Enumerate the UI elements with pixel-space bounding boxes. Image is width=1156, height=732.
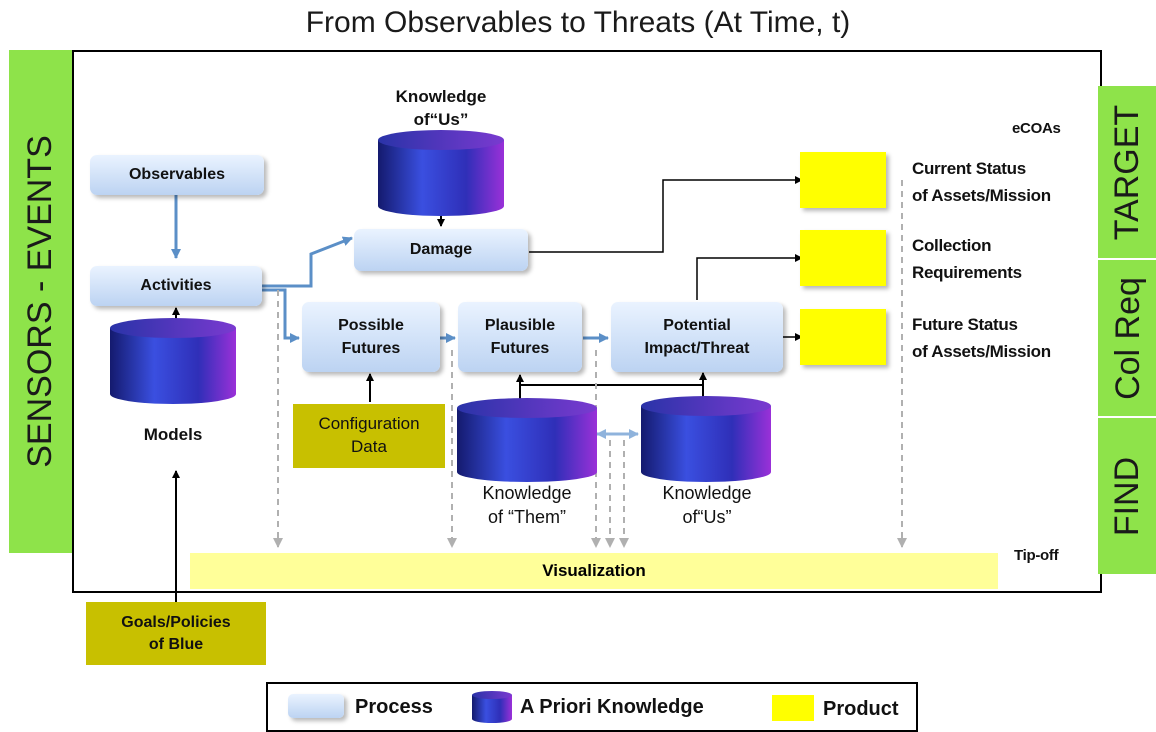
legend-knowledge-swatch [472,691,512,723]
diagram-title: From Observables to Threats (At Time, t) [305,6,851,39]
damage-label: Damage [409,241,473,259]
activities-box: Activities [90,266,262,306]
find-label: FIND [1108,456,1147,536]
current-status-label: Current Status of Assets/Mission [912,159,1051,206]
plausible-futures-line2: Futures [490,340,550,357]
right-side-band [1098,86,1156,574]
knowledge-them-label: Knowledge of “Them” [482,483,572,528]
find-segment: FIND [1098,418,1156,574]
legend-product-swatch [772,695,814,721]
current-status-product [800,152,886,208]
models-label: Models [143,425,203,444]
sensors-events-band: SENSORS - EVENTS [9,50,72,553]
col-req-segment: Col Req [1098,260,1156,416]
visualization-bar: Visualization [190,553,998,589]
band-divider [1098,416,1156,418]
col-req-label: Col Req [1108,276,1147,400]
target-segment: TARGET [1098,86,1156,258]
future-status-label: Future Status of Assets/Mission [912,315,1051,362]
collection-requirements-label: Collection Requirements [912,236,1022,283]
possible-futures-box: Possible Futures [302,302,440,372]
diagram-frame [72,50,1102,593]
collection-requirements-product [800,230,886,286]
legend-knowledge-label: A Priori Knowledge [520,696,704,718]
legend-process-label: Process [355,696,433,718]
future-status-product [800,309,886,365]
knowledge-us-bottom-cylinder [641,396,771,482]
knowledge-us-bottom-label: Knowledge of“Us” [662,483,752,528]
observables-box: Observables [90,155,264,195]
tipoff-label: Tip-off [1014,547,1059,564]
plausible-futures-box: Plausible Futures [458,302,582,372]
target-label: TARGET [1108,104,1147,240]
legend-process-swatch [288,694,344,718]
models-cylinder [110,318,236,404]
knowledge-us-top-cylinder [378,130,504,216]
possible-futures-line2: Futures [341,340,401,357]
observables-label: Observables [128,166,226,184]
ecoas-label: eCOAs [1012,120,1061,137]
band-divider [1098,258,1156,260]
plausible-futures-line1: Plausible [484,316,556,334]
goals-policies-box: Goals/Policies of Blue [86,602,266,665]
sensors-events-label: SENSORS - EVENTS [21,135,60,468]
possible-futures-line1: Possible [338,316,404,334]
potential-impact-line2: Impact/Threat [644,340,750,357]
damage-box: Damage [354,229,528,271]
visualization-label: Visualization [542,561,646,580]
legend-product-label: Product [823,698,899,720]
potential-impact-line1: Potential [663,316,731,334]
knowledge-us-top-label: Knowledge of“Us” [395,87,487,129]
activities-label: Activities [140,277,212,295]
knowledge-them-cylinder [457,398,597,482]
configuration-data-box: Configuration Data [293,404,445,468]
potential-impact-box: Potential Impact/Threat [611,302,783,372]
